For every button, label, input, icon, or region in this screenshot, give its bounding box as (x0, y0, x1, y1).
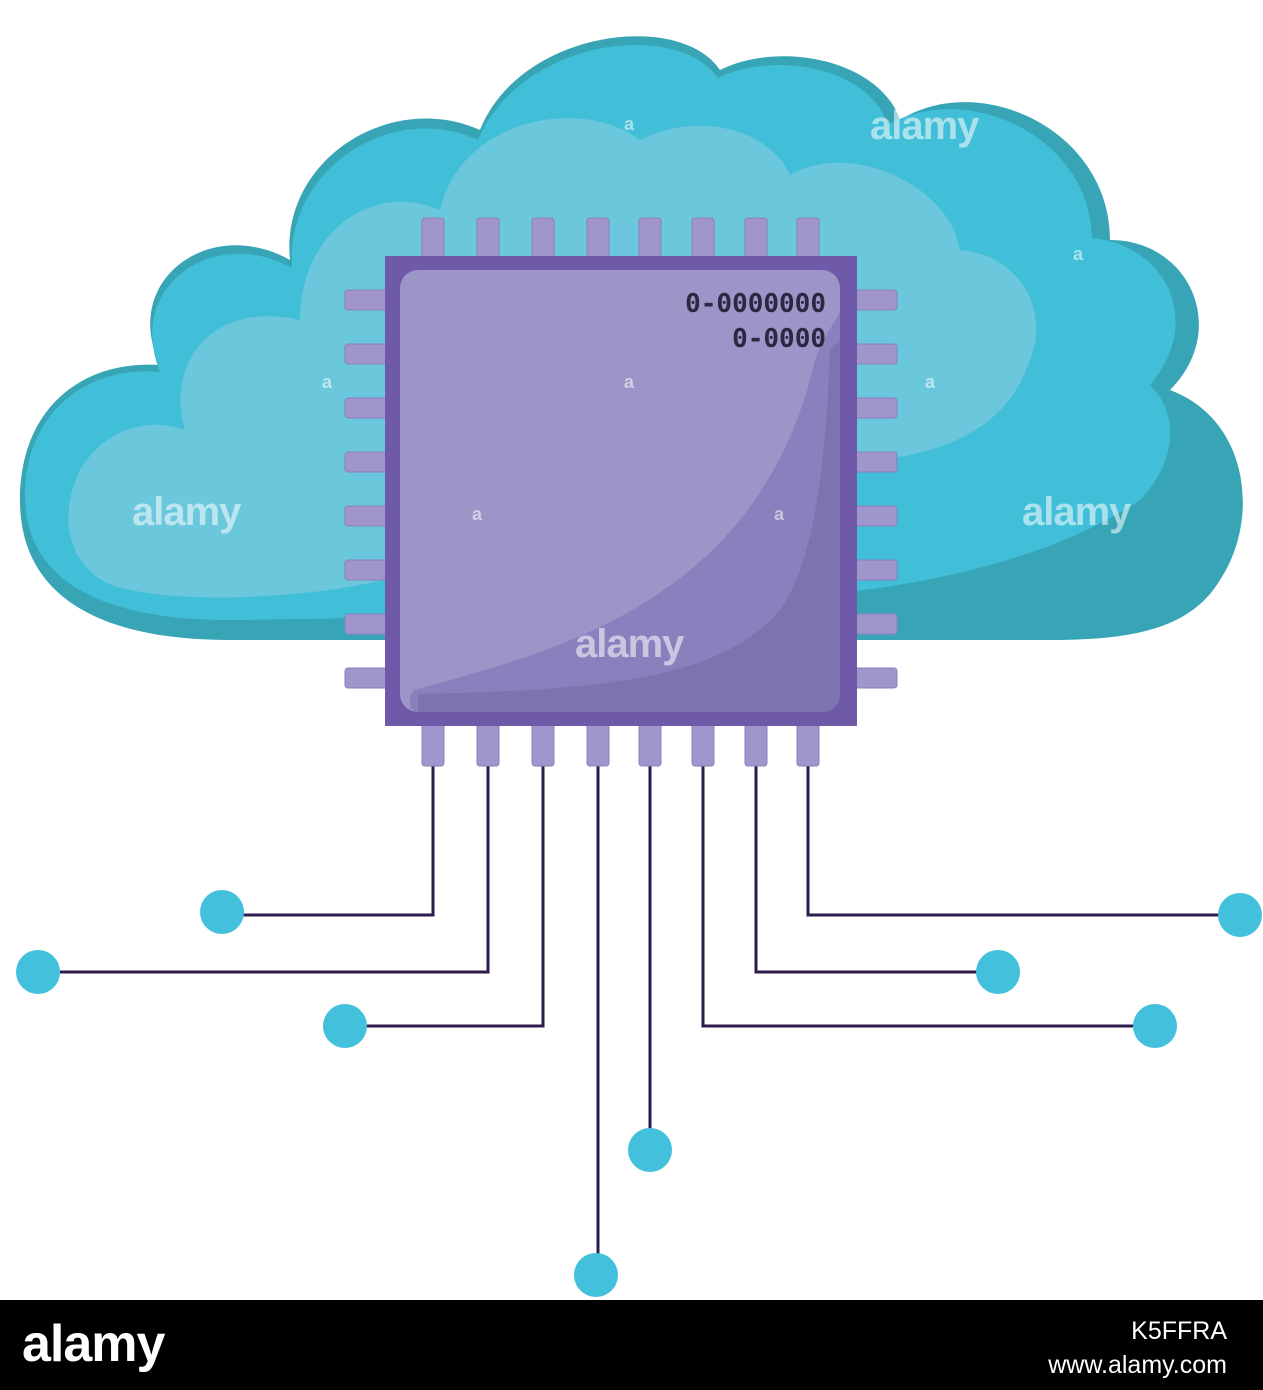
chip-pin (851, 505, 898, 527)
chip-pin (344, 451, 391, 473)
chip-pin (344, 559, 391, 581)
chip-code-line-2: 0-0000 (732, 324, 826, 354)
stock-footer-bar: alamy K5FFRA www.alamy.com (0, 1300, 1263, 1390)
chip-face-shade (409, 310, 840, 712)
chip-pin (344, 613, 391, 635)
node-dot (200, 890, 244, 934)
chip-pin (851, 289, 898, 311)
node-dot (628, 1128, 672, 1172)
site-url: www.alamy.com (1048, 1351, 1227, 1379)
chip-code-line-1: 0-0000000 (685, 289, 826, 319)
trace-3 (360, 765, 545, 1028)
chip-pin (586, 217, 610, 261)
trace-7 (754, 765, 985, 974)
microchip-icon: 0-0000000 0-0000 (385, 256, 857, 726)
alamy-logo: alamy (22, 1315, 165, 1373)
image-id: K5FFRA (1131, 1317, 1227, 1345)
chip-pin (851, 343, 898, 365)
node-dot (976, 950, 1020, 994)
chip-pin (476, 217, 500, 261)
node-dot (1218, 893, 1262, 937)
chip-pin (421, 217, 445, 261)
chip-pin (851, 667, 898, 689)
node-dot (323, 1004, 367, 1048)
cloud-chip-illustration: 0-0000000 0-0000 (16, 36, 1262, 1297)
chip-pins (344, 217, 898, 767)
footer-meta: K5FFRA www.alamy.com (1048, 1314, 1227, 1382)
chip-pin (531, 217, 555, 261)
trace-6 (701, 765, 1140, 1028)
chip-pin (344, 667, 391, 689)
trace-8 (806, 765, 1225, 917)
node-dot (16, 950, 60, 994)
chip-pin (851, 451, 898, 473)
chip-pin (851, 559, 898, 581)
chip-pin (744, 217, 768, 261)
chip-pin (344, 289, 391, 311)
chip-pin (691, 217, 715, 261)
chip-pin (344, 505, 391, 527)
chip-pin (851, 613, 898, 635)
circuit-traces (60, 765, 1225, 1265)
node-dot (574, 1253, 618, 1297)
chip-pin (638, 217, 662, 261)
trace-1 (240, 765, 435, 917)
chip-pin (344, 397, 391, 419)
chip-face-shade-dark (418, 340, 840, 712)
chip-pin (851, 397, 898, 419)
circuit-nodes (16, 890, 1262, 1297)
chip-pin (796, 217, 820, 261)
chip-pin (344, 343, 391, 365)
trace-2 (60, 765, 490, 974)
node-dot (1133, 1004, 1177, 1048)
